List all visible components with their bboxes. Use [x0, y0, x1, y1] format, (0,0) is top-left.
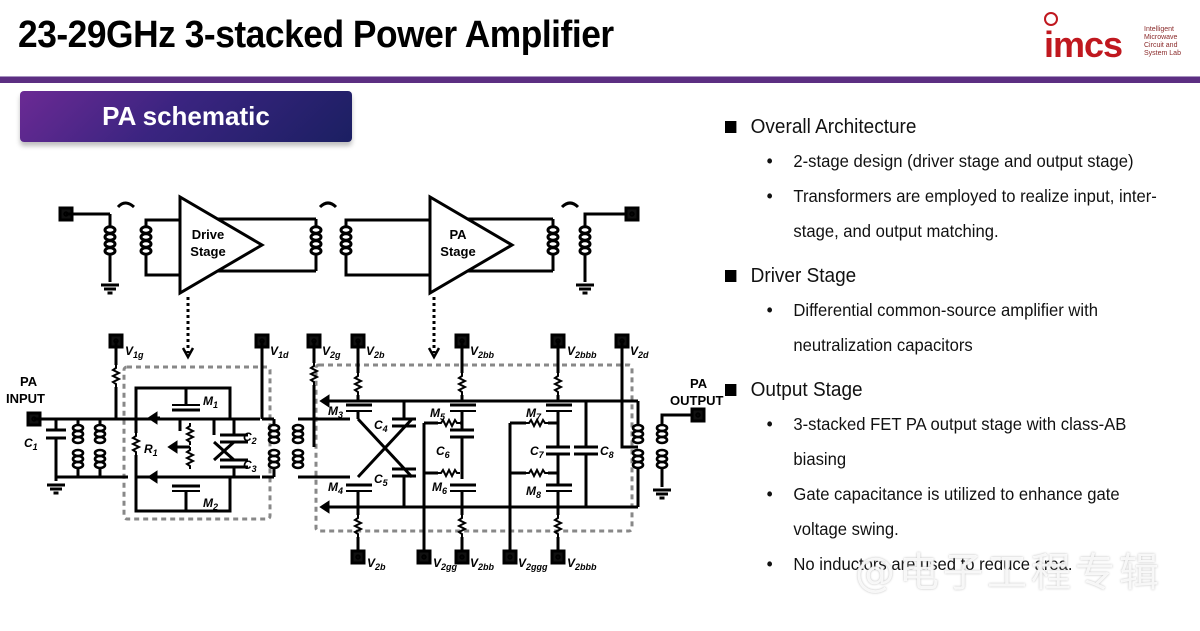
- m7-label: M7: [526, 406, 542, 422]
- c4-label: C4: [374, 418, 388, 434]
- ground-icon: [574, 283, 596, 295]
- top-block-diagram: [58, 194, 640, 360]
- pa-stage-label-line1: PA: [449, 227, 467, 242]
- v2gg-label: V2gg: [433, 556, 458, 572]
- c5-label: C5: [374, 472, 389, 488]
- imcs-logo: imcs Intelligent Microwave Circuit and S…: [1040, 10, 1200, 66]
- m1-label: M1: [203, 394, 218, 410]
- v2g-label: V2g: [322, 344, 341, 360]
- pa-stage-amplifier: [428, 194, 515, 296]
- globe-icon: [1044, 12, 1058, 26]
- m5-label: M5: [430, 406, 446, 422]
- pa-schematic-diagram: Drive Stage PA Stage: [6, 194, 724, 572]
- bullet-item: •Differential common-source amplifier wi…: [725, 293, 1172, 363]
- ground-icon: [99, 283, 121, 295]
- pa-stage-label-line2: Stage: [440, 244, 475, 259]
- c1-label: C1: [24, 436, 38, 452]
- dot-bullet-icon: •: [766, 554, 773, 574]
- v2bb-bottom-label: V2bb: [470, 556, 495, 572]
- pa-output-label-line1: PA: [690, 376, 708, 391]
- drive-stage-label-line2: Stage: [190, 244, 225, 259]
- pa-input-label-line1: PA: [20, 374, 38, 389]
- heading-output-stage: Output Stage: [725, 373, 1172, 407]
- m3-label: M3: [328, 404, 343, 420]
- square-bullet-icon: [725, 121, 737, 133]
- header-divider: [0, 76, 1200, 83]
- c6-label: C6: [436, 444, 451, 460]
- m8-label: M8: [526, 484, 541, 500]
- dot-bullet-icon: •: [766, 186, 773, 206]
- section-label-pa-schematic: PA schematic: [20, 91, 352, 142]
- m4-label: M4: [328, 480, 343, 496]
- m2-label: M2: [203, 496, 218, 512]
- v2b-bottom-label: V2b: [367, 556, 386, 572]
- square-bullet-icon: [725, 270, 737, 282]
- v2b-top-label: V2b: [366, 344, 385, 360]
- v2bb-top-label: V2bb: [470, 344, 495, 360]
- drive-stage-label-line1: Drive: [192, 227, 225, 242]
- pa-output-label-line2: OUTPUT: [670, 393, 724, 408]
- dot-bullet-icon: •: [766, 414, 773, 434]
- v2bbb-top-label: V2bbb: [567, 344, 597, 360]
- bullet-item: •Gate capacitance is utilized to enhance…: [725, 477, 1172, 547]
- heading-overall-architecture: Overall Architecture: [725, 110, 1172, 144]
- dot-bullet-icon: •: [766, 484, 773, 504]
- v2d-label: V2d: [630, 344, 649, 360]
- pa-input-label-line2: INPUT: [6, 391, 45, 406]
- detailed-schematic: [26, 333, 706, 565]
- v2ggg-label: V2ggg: [518, 556, 548, 572]
- output-pad-icon: [624, 206, 640, 222]
- m6-label: M6: [432, 480, 448, 496]
- bullet-item: •2-stage design (driver stage and output…: [725, 144, 1172, 179]
- c2-label: C2: [243, 430, 257, 446]
- dot-bullet-icon: •: [766, 151, 773, 171]
- drive-stage-amplifier: [178, 194, 265, 296]
- c8-label: C8: [600, 444, 614, 460]
- watermark: @电子工程专辑: [855, 550, 1163, 596]
- v1d-label: V1d: [270, 344, 289, 360]
- c7-label: C7: [530, 444, 545, 460]
- v2bbb-bottom-label: V2bbb: [567, 556, 597, 572]
- bullet-list: Overall Architecture •2-stage design (dr…: [725, 110, 1195, 582]
- v1g-label: V1g: [125, 344, 144, 360]
- square-bullet-icon: [725, 384, 737, 396]
- output-stage-box: [314, 363, 634, 533]
- bullet-item: •No inductors are used to reduce area.: [725, 547, 1172, 582]
- heading-driver-stage: Driver Stage: [725, 259, 1172, 293]
- bullet-item: •Transformers are employed to realize in…: [725, 179, 1172, 249]
- logo-wordmark: imcs: [1044, 24, 1123, 65]
- bullet-item: •3-stacked FET PA output stage with clas…: [725, 407, 1172, 477]
- logo-subtitle: Intelligent Microwave Circuit and System…: [1144, 26, 1181, 57]
- c3-label: C3: [243, 458, 257, 474]
- dot-bullet-icon: •: [766, 300, 773, 320]
- slide-title: 23-29GHz 3-stacked Power Amplifier: [18, 14, 614, 56]
- r1-label: R1: [144, 442, 158, 458]
